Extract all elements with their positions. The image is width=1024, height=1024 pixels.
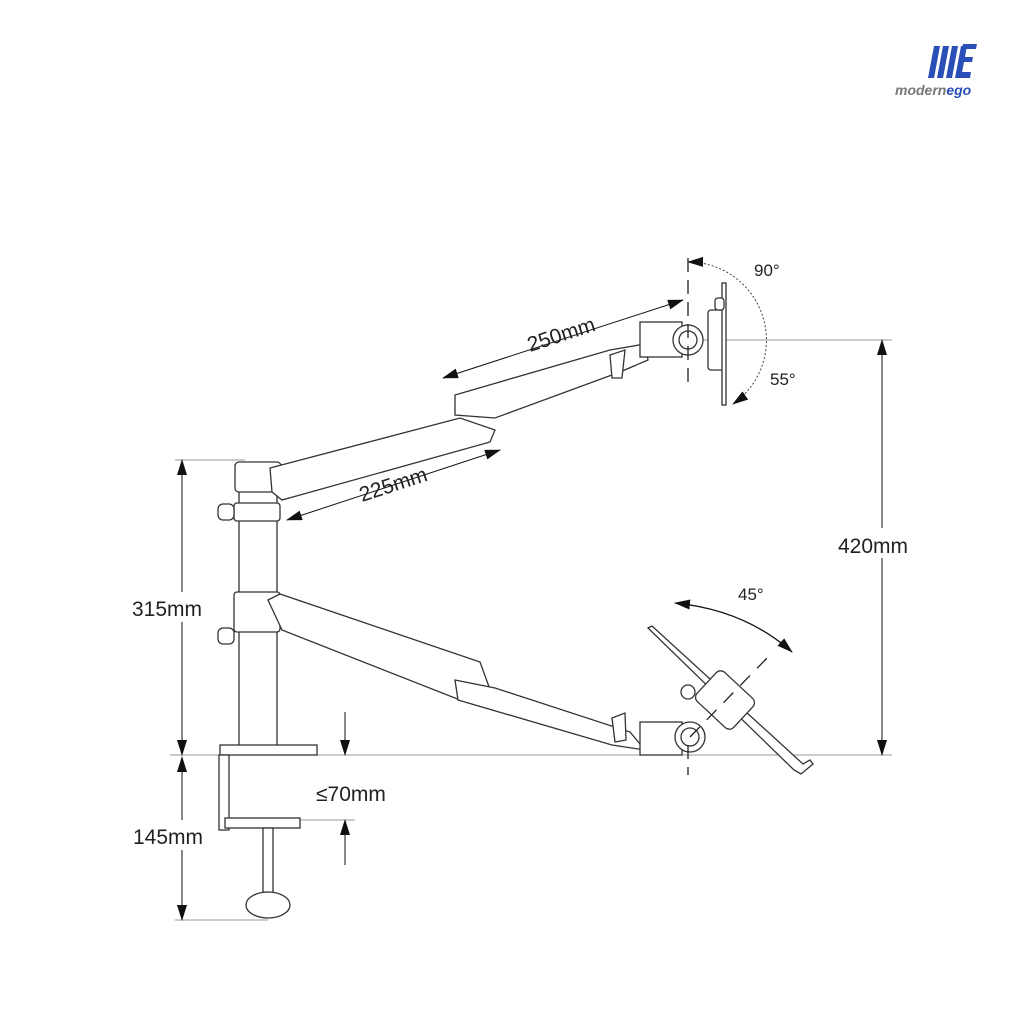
laptop-tilt-arc [674,599,793,653]
clamp-knob [245,891,291,919]
base-plate [219,744,318,756]
dim-label-145: 145mm [133,826,203,849]
laptop-tilt-dash [689,654,771,738]
dim-label-250: 250mm [524,313,598,357]
dim-label-420: 420mm [838,535,908,558]
laptop-tray-knob [680,684,696,700]
dim-label-70: ≤70mm [316,783,386,806]
upper-forearm-fin [609,349,626,379]
dim-label-315: 315mm [132,598,202,621]
lower-forearm-fin [611,712,627,743]
upper-collar [233,502,281,522]
angle-label-90: 90° [754,261,780,280]
vesa-tab [714,297,725,311]
lower-knob [217,627,235,645]
dim-225-arrow [286,449,501,521]
clamp-lower-plate [224,817,301,829]
clamp-bracket [218,754,230,831]
upper-knob [217,503,235,521]
brand-logo: modernego [895,44,977,98]
logo-mark-icon [928,44,977,78]
monitor-tilt-arc [687,256,767,405]
clamp-screw [262,827,274,895]
dim-250-arrow [442,299,684,379]
logo-text: modernego [895,82,972,98]
angle-label-55: 55° [770,370,796,389]
angle-label-45: 45° [738,585,764,604]
